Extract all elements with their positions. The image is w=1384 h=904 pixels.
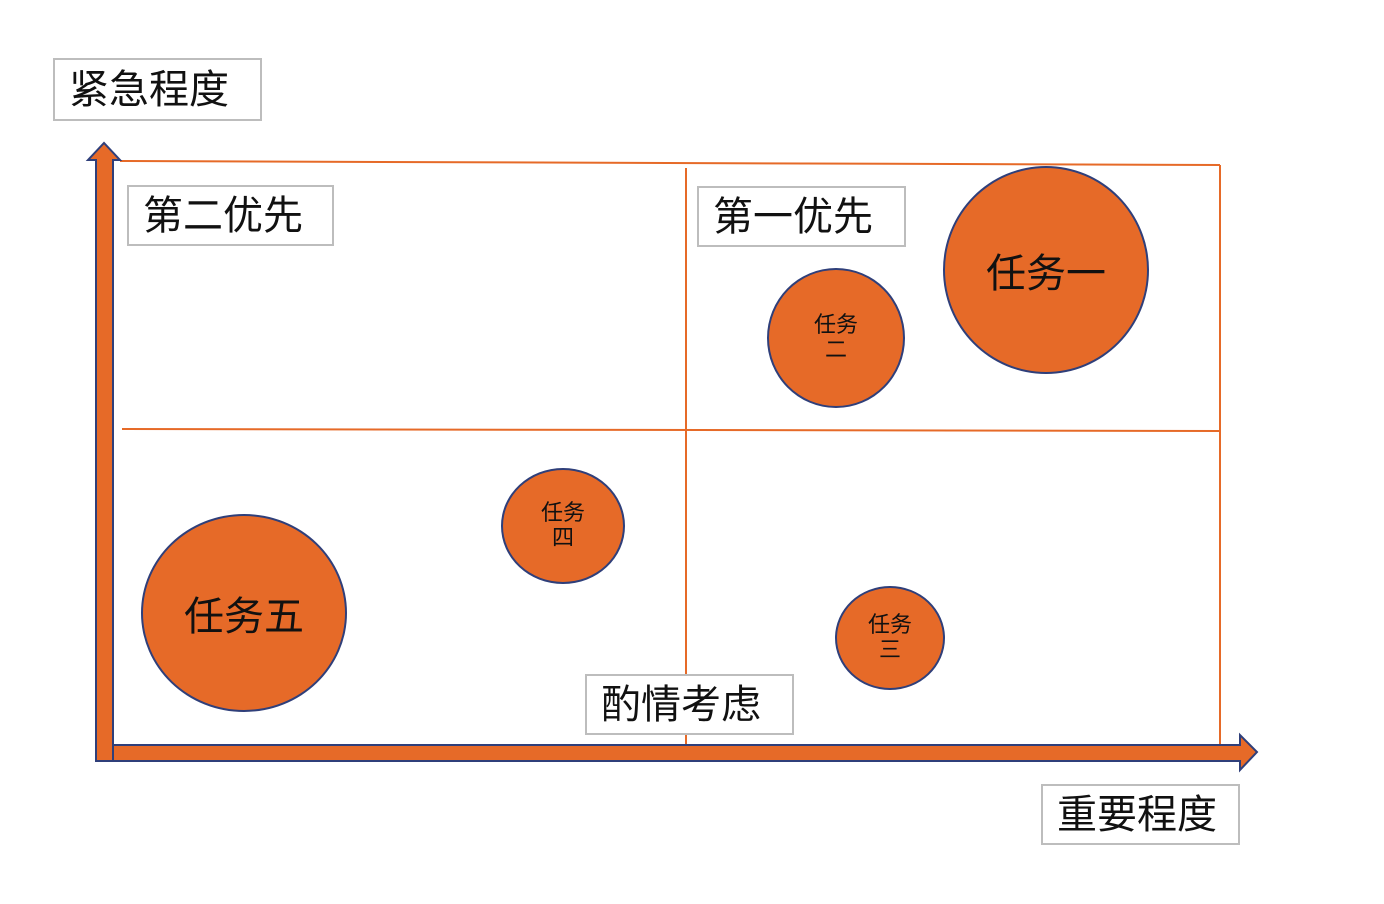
task-bubble-5: 任务五 [141,514,347,712]
task-bubble-4: 任务四 [501,468,625,584]
task-label-3: 任务三 [867,612,912,663]
task-bubble-3: 任务三 [835,586,945,690]
task-label-2: 任务二 [813,312,858,363]
task-label-1: 任务一 [986,251,1106,297]
y-axis-arrow [85,141,123,762]
x-axis-arrow [112,732,1259,773]
frame-top [119,160,1221,166]
quadrant-label-first-priority: 第一优先 [697,186,906,247]
middle-label-consider: 酌情考虑 [585,674,794,735]
task-label-5: 任务五 [184,594,304,640]
quadrant-label-second-priority: 第二优先 [127,185,334,246]
task-bubble-2: 任务二 [767,268,905,408]
y-axis-label: 紧急程度 [53,58,262,121]
horizontal-divider [121,428,1221,432]
task-bubble-1: 任务一 [943,166,1149,374]
x-axis-label: 重要程度 [1041,784,1240,845]
task-label-4: 任务四 [540,500,585,551]
